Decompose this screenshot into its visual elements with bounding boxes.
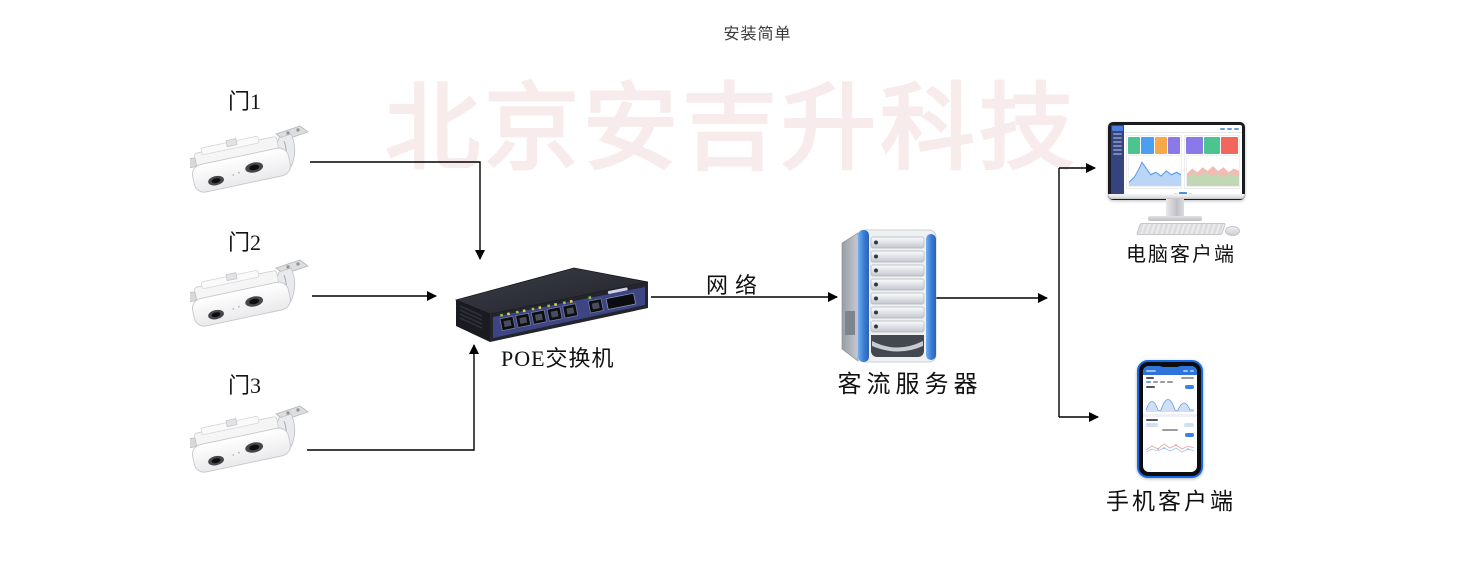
door2-label: 门2 bbox=[228, 230, 262, 255]
door-sensor-1-image bbox=[190, 125, 309, 193]
poe-switch-image bbox=[454, 267, 649, 342]
mobile-client-label: 手机客户端 bbox=[1106, 489, 1236, 514]
sensor-body bbox=[190, 136, 291, 193]
phone-frame bbox=[1137, 360, 1203, 478]
port-leds bbox=[500, 296, 592, 317]
phone-chart-top bbox=[1145, 399, 1194, 412]
dashboard-topbar bbox=[1124, 125, 1242, 133]
pc-client-label: 电脑客户端 bbox=[1126, 244, 1236, 266]
server-base bbox=[871, 335, 924, 357]
sensor-body bbox=[190, 270, 291, 327]
right-rail bbox=[926, 234, 936, 360]
mobile-client-image bbox=[1134, 356, 1214, 482]
phone-app-header bbox=[1143, 366, 1197, 375]
dashboard-main bbox=[1124, 125, 1242, 197]
monitor-screen bbox=[1111, 125, 1242, 197]
sfp-slot bbox=[605, 292, 637, 310]
drive-bays bbox=[870, 236, 925, 333]
door3-label: 门3 bbox=[228, 373, 262, 398]
dashboard-sidebar bbox=[1111, 125, 1124, 197]
door1-label: 门1 bbox=[228, 89, 262, 114]
phone-chart-bottom bbox=[1145, 443, 1195, 453]
vent-grille bbox=[459, 305, 483, 329]
dashboard-panel-right bbox=[1184, 135, 1240, 189]
monitor-stand bbox=[1166, 199, 1184, 216]
connector-door3-to-switch bbox=[307, 344, 479, 451]
network-label: 网络 bbox=[705, 273, 764, 298]
door-sensor-3-image bbox=[190, 405, 309, 473]
area-chart-blue bbox=[1128, 155, 1182, 187]
server-label: 客流服务器 bbox=[837, 372, 983, 398]
keyboard bbox=[1136, 223, 1226, 235]
poe-switch-label: POE交换机 bbox=[501, 346, 615, 371]
sensor-body bbox=[190, 416, 291, 473]
phone-notch bbox=[1158, 362, 1182, 367]
phone-screen bbox=[1143, 366, 1197, 472]
monitor-bezel bbox=[1108, 122, 1245, 200]
watermark-text: 北京安吉升科技 bbox=[385, 76, 1079, 182]
left-rail bbox=[858, 230, 869, 362]
phone-section-divider bbox=[1143, 414, 1197, 417]
mouse bbox=[1225, 226, 1240, 236]
server-image bbox=[841, 229, 937, 363]
side-vent bbox=[845, 311, 855, 335]
monitor-base bbox=[1148, 216, 1202, 221]
door-sensor-2-image bbox=[190, 259, 309, 327]
dashboard-panel-left bbox=[1126, 135, 1182, 189]
diagram-title: 安装简单 bbox=[723, 26, 792, 43]
ethernet-ports bbox=[499, 287, 637, 332]
connector-door1-to-switch bbox=[310, 161, 485, 260]
monitor-chin bbox=[1108, 194, 1245, 199]
area-chart-red-green bbox=[1186, 155, 1240, 187]
pc-client-image bbox=[1106, 114, 1256, 272]
